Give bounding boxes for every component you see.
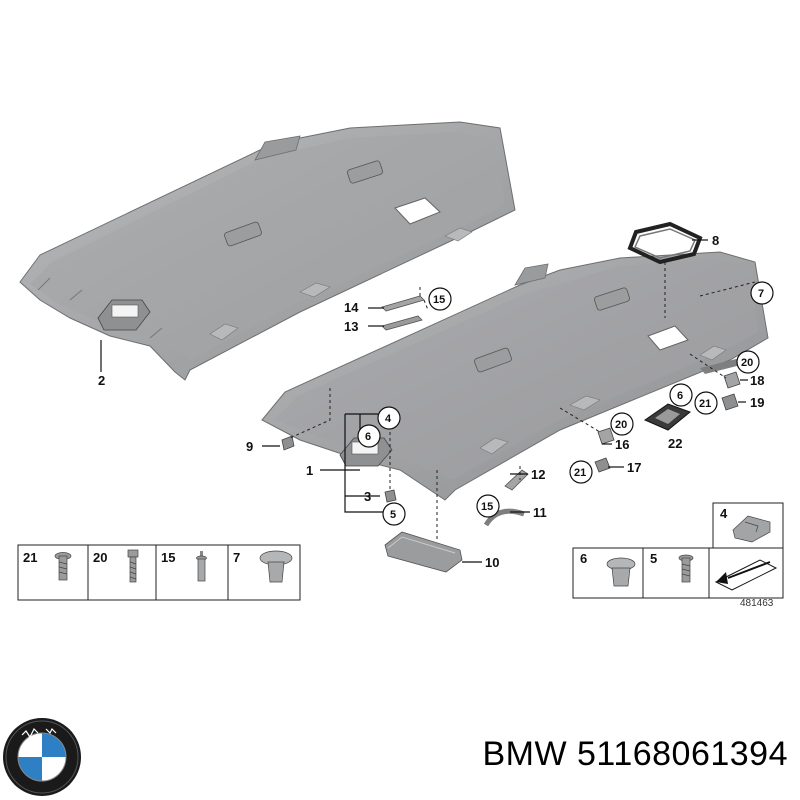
part-13-14-brackets <box>381 295 425 331</box>
callout-6b: 6 <box>677 390 683 402</box>
legend-right: 4 6 5 481463 <box>572 502 784 609</box>
part-17-clip <box>594 457 611 473</box>
callout-9: 9 <box>246 439 253 454</box>
part-22-plate <box>643 403 691 431</box>
callout-22: 22 <box>668 436 682 451</box>
part-18-clip <box>723 371 741 389</box>
fitting-lines <box>289 262 756 540</box>
leader-lines <box>100 239 748 563</box>
headliner-upper <box>19 121 516 381</box>
callout-12: 12 <box>531 467 545 482</box>
callout-15b: 15 <box>481 501 493 513</box>
part-12-bracket <box>504 469 529 491</box>
legend-5: 5 <box>650 551 657 566</box>
clip-6-icon <box>606 557 636 587</box>
part-4-icon <box>732 515 771 543</box>
callout-13: 13 <box>344 319 358 334</box>
callout-7: 7 <box>758 288 764 300</box>
callout-20b: 20 <box>741 357 753 369</box>
part-10-visor <box>384 531 463 573</box>
part-number-title: BMW 51168061394 <box>482 735 788 773</box>
legend-20: 20 <box>93 550 107 565</box>
callout-17: 17 <box>627 460 641 475</box>
screw-20-icon <box>127 549 139 583</box>
part-16-clip <box>597 427 615 445</box>
clip-7-icon <box>259 550 293 583</box>
callout-15a: 15 <box>433 294 445 306</box>
callout-11: 11 <box>533 505 547 520</box>
callout-19: 19 <box>750 395 764 410</box>
callout-21a: 21 <box>574 467 586 479</box>
part-3-clip <box>384 489 397 503</box>
callout-10: 10 <box>485 555 499 570</box>
part-19-clip <box>721 393 739 411</box>
callout-18: 18 <box>750 373 764 388</box>
callout-6a: 6 <box>365 431 371 443</box>
callout-14: 14 <box>344 300 359 315</box>
part-8-frame <box>627 221 703 265</box>
callout-2: 2 <box>98 373 105 388</box>
legend-7: 7 <box>233 550 240 565</box>
legend-6: 6 <box>580 551 587 566</box>
part-9-clip <box>281 435 295 451</box>
callout-4: 4 <box>385 413 392 425</box>
callout-3: 3 <box>364 489 371 504</box>
legend-15: 15 <box>161 550 175 565</box>
callout-16: 16 <box>615 437 629 452</box>
legend-left: 21 20 15 7 <box>17 544 301 601</box>
legend-21: 21 <box>23 550 37 565</box>
legend-4: 4 <box>720 506 728 521</box>
callout-21b: 21 <box>699 398 711 410</box>
callout-8: 8 <box>712 233 719 248</box>
callout-20a: 20 <box>615 419 627 431</box>
callouts: 2 8 7 14 13 15 9 1 3 4 6 5 10 11 12 15 2… <box>98 233 774 570</box>
part-11-handle <box>483 508 525 527</box>
screw-5-icon <box>678 554 694 583</box>
bmw-logo <box>3 718 81 796</box>
arrow-symbol-icon <box>714 559 778 591</box>
callout-1: 1 <box>306 463 313 478</box>
callout-5: 5 <box>390 509 396 521</box>
diagram-ref-number: 481463 <box>740 598 774 609</box>
screw-21-icon <box>54 552 72 581</box>
rivet-15-icon <box>196 551 207 582</box>
